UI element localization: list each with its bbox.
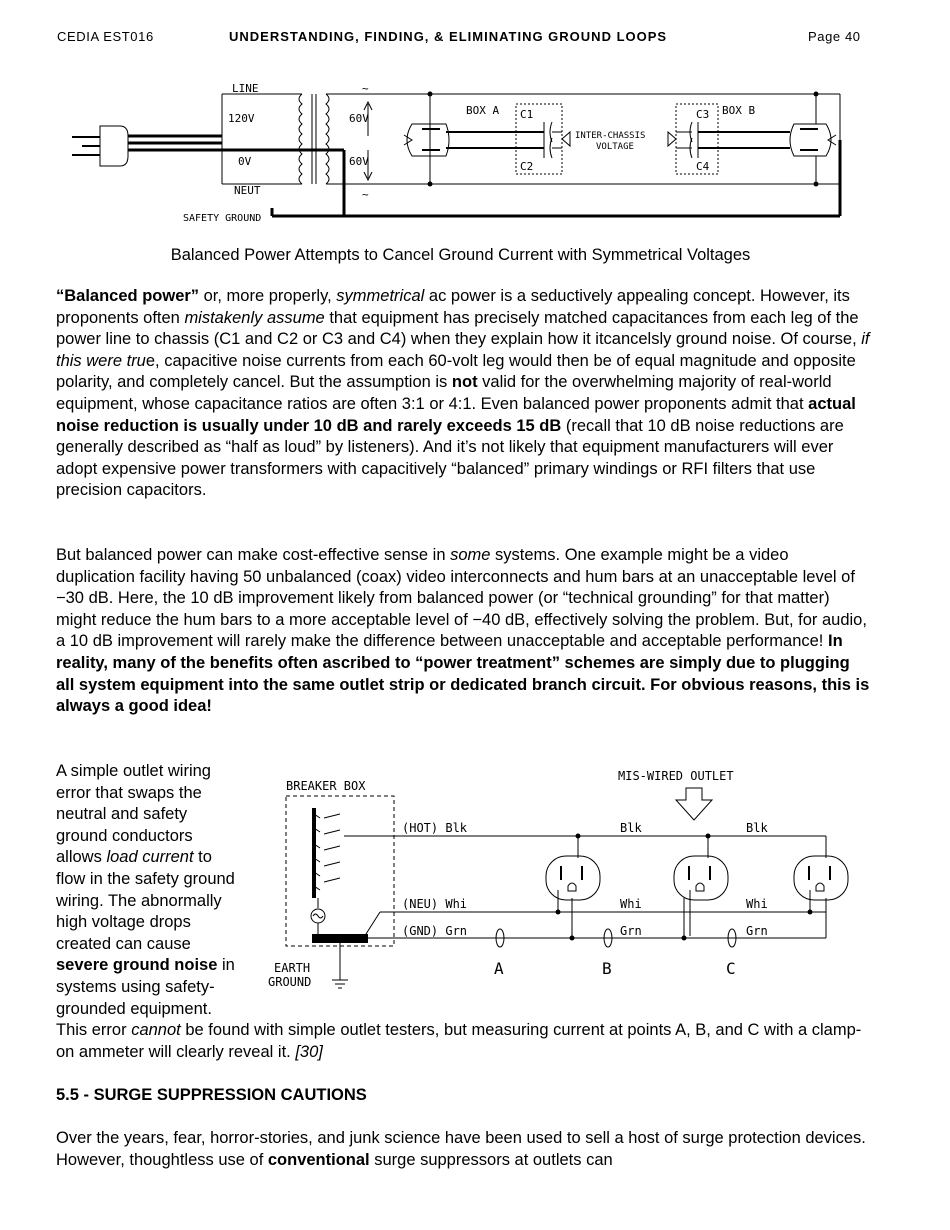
label-c1: C1 (520, 108, 533, 121)
paragraph-outlet-wiring: A simple outlet wiring error that swaps … (56, 762, 862, 1061)
label-voltage: VOLTAGE (596, 142, 634, 152)
label-60v-top: 60V (349, 112, 369, 125)
label-line: LINE (232, 82, 259, 95)
label-safety-ground: SAFETY GROUND (183, 213, 261, 224)
label-c4: C4 (696, 160, 710, 173)
label-blk-3: Blk (746, 821, 768, 835)
label-whi-3: Whi (746, 897, 768, 911)
label-grn-3: Grn (746, 924, 768, 938)
label-c3: C3 (696, 108, 709, 121)
label-60v-bottom: 60V (349, 155, 369, 168)
paragraph-cost-effective: But balanced power can make cost-effecti… (56, 546, 870, 716)
label-inter-chassis: INTER-CHASSIS (575, 131, 645, 141)
label-earth: EARTH (274, 961, 310, 975)
label-mis-wired-outlet: MIS-WIRED OUTLET (618, 769, 734, 783)
header-doc-id: CEDIA EST016 (57, 29, 154, 44)
label-hot: (HOT) Blk (402, 821, 468, 835)
label-box-b: BOX B (722, 104, 755, 117)
label-c2: C2 (520, 160, 533, 173)
label-neut: NEUT (234, 184, 261, 197)
label-gnd: (GND) Grn (402, 924, 467, 938)
label-box-a: BOX A (466, 104, 499, 117)
paragraph-balanced-power: “Balanced power” or, more properly, symm… (56, 287, 870, 500)
paragraph-surge: Over the years, fear, horror-stories, an… (56, 1129, 866, 1169)
section-heading: 5.5 - SURGE SUPPRESSION CAUTIONS (56, 1086, 367, 1104)
label-point-b: B (602, 959, 612, 978)
label-ground: GROUND (268, 975, 311, 989)
label-tilde-bottom: ~ (362, 188, 369, 201)
label-grn-2: Grn (620, 924, 642, 938)
figure-1-caption: Balanced Power Attempts to Cancel Ground… (170, 246, 751, 264)
label-0v: 0V (238, 155, 252, 168)
label-tilde-top: ~ (362, 82, 369, 95)
label-breaker-box: BREAKER BOX (286, 779, 366, 793)
label-point-c: C (726, 959, 736, 978)
label-120v: 120V (228, 112, 255, 125)
label-neu: (NEU) Whi (402, 897, 467, 911)
label-whi-2: Whi (620, 897, 642, 911)
miswired-outlet-diagram: BREAKER BOX MIS-WIRED OUTLET (HOT) Blk (… (268, 769, 849, 989)
label-point-a: A (494, 959, 504, 978)
balanced-power-diagram: LINE 120V 0V NEUT SAFETY GROUND 60V 60V … (72, 82, 842, 224)
label-blk-2: Blk (620, 821, 642, 835)
header-page-number: Page 40 (808, 29, 861, 44)
header-title: UNDERSTANDING, FINDING, & ELIMINATING GR… (229, 29, 668, 44)
